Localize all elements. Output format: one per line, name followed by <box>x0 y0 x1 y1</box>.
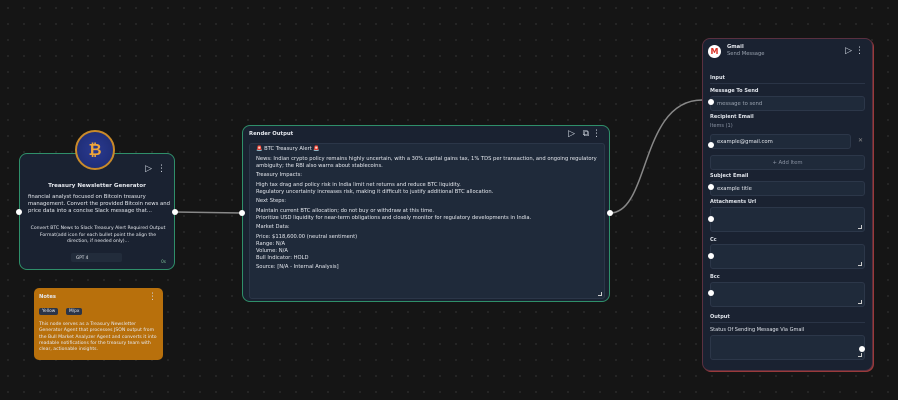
size-select[interactable]: M/px <box>66 308 83 316</box>
model-select[interactable]: GPT 4 <box>71 253 122 262</box>
notes-node[interactable]: Notes ⋮ Yellow M/px This node serves as … <box>34 288 163 360</box>
more-icon[interactable]: ⋮ <box>592 129 601 139</box>
input-handle[interactable] <box>708 142 714 148</box>
node-title: Gmail <box>727 44 744 50</box>
field-label: Status Of Sending Message Via Gmail <box>710 327 805 333</box>
input-handle[interactable] <box>708 253 714 259</box>
node-prompt: Convert BTC News to Slack Treasury Alert… <box>30 226 166 244</box>
field-label: Attachments Url <box>710 199 757 205</box>
more-icon[interactable]: ⋮ <box>148 292 157 302</box>
recipient-input[interactable]: example@gmail.com <box>710 134 851 149</box>
node-title: Render Output <box>249 131 294 137</box>
attachments-input[interactable] <box>710 207 865 232</box>
input-handle[interactable] <box>708 99 714 105</box>
message-input[interactable]: message to send <box>710 96 865 111</box>
output-handle[interactable] <box>607 210 613 216</box>
node-description: financial analyst focused on Bitcoin tre… <box>28 194 170 215</box>
remove-icon[interactable]: ✕ <box>858 137 864 144</box>
output-line: Maintain current BTC allocation; do not … <box>256 207 532 221</box>
input-handle[interactable] <box>708 290 714 296</box>
output-line: Source: [N/A - Internal Analysis] <box>256 264 339 270</box>
more-icon[interactable]: ⋮ <box>157 164 166 174</box>
bitcoin-document-icon: ₿ <box>75 130 115 170</box>
input-handle[interactable] <box>239 210 245 216</box>
copy-icon[interactable]: ⧉ <box>582 129 589 139</box>
input-handle[interactable] <box>16 209 22 215</box>
gmail-node[interactable]: M Gmail Send Message ▷ ⋮ Input Message T… <box>702 38 873 371</box>
gmail-logo-icon: M <box>708 45 721 58</box>
items-count: Items (1) <box>710 123 733 129</box>
output-line: Price: $118,600.00 (neutral sentiment) R… <box>256 233 358 261</box>
add-item-button[interactable]: + Add Item <box>710 155 865 170</box>
output-heading: Market Data: <box>256 224 290 230</box>
output-line: 🚨 BTC Treasury Alert 🚨 <box>256 146 320 152</box>
output-text: 🚨 BTC Treasury Alert 🚨 News: Indian cryp… <box>249 143 605 299</box>
input-handle[interactable] <box>708 216 714 222</box>
output-line: High tax drag and policy risk in India l… <box>256 181 494 195</box>
notes-title: Notes <box>39 294 56 300</box>
more-icon[interactable]: ⋮ <box>855 46 864 56</box>
field-label: Cc <box>710 237 717 243</box>
render-output-node[interactable]: Render Output ▷ ⧉ ⋮ 🚨 BTC Treasury Alert… <box>242 125 610 302</box>
output-heading: Treasury Impacts: <box>256 172 303 178</box>
output-heading: Next Steps: <box>256 198 286 204</box>
input-handle[interactable] <box>708 184 714 190</box>
play-icon[interactable]: ▷ <box>145 164 152 174</box>
notes-text: This node serves as a Treasury Newslette… <box>39 322 157 353</box>
color-select[interactable]: Yellow <box>39 308 59 316</box>
output-line: News: Indian crypto policy remains highl… <box>256 155 597 169</box>
node-title: Treasury Newsletter Generator <box>48 183 146 189</box>
subject-input[interactable]: example title <box>710 181 865 196</box>
play-icon[interactable]: ▷ <box>568 129 575 139</box>
play-icon[interactable]: ▷ <box>845 46 852 56</box>
field-label: Bcc <box>710 274 720 280</box>
field-label: Message To Send <box>710 88 759 94</box>
field-label: Recipient Email <box>710 114 754 120</box>
section-label: Input <box>710 75 725 81</box>
status-badge: 0s <box>161 259 166 264</box>
resize-handle[interactable] <box>598 292 602 296</box>
output-handle[interactable] <box>859 346 865 352</box>
field-label: Subject Email <box>710 173 749 179</box>
bcc-input[interactable] <box>710 282 865 307</box>
treasury-newsletter-node[interactable]: ▷ ⋮ Treasury Newsletter Generator financ… <box>19 153 175 270</box>
node-subtitle: Send Message <box>727 51 765 57</box>
section-label: Output <box>710 314 730 320</box>
output-handle[interactable] <box>172 209 178 215</box>
cc-input[interactable] <box>710 244 865 269</box>
status-output <box>710 335 865 360</box>
